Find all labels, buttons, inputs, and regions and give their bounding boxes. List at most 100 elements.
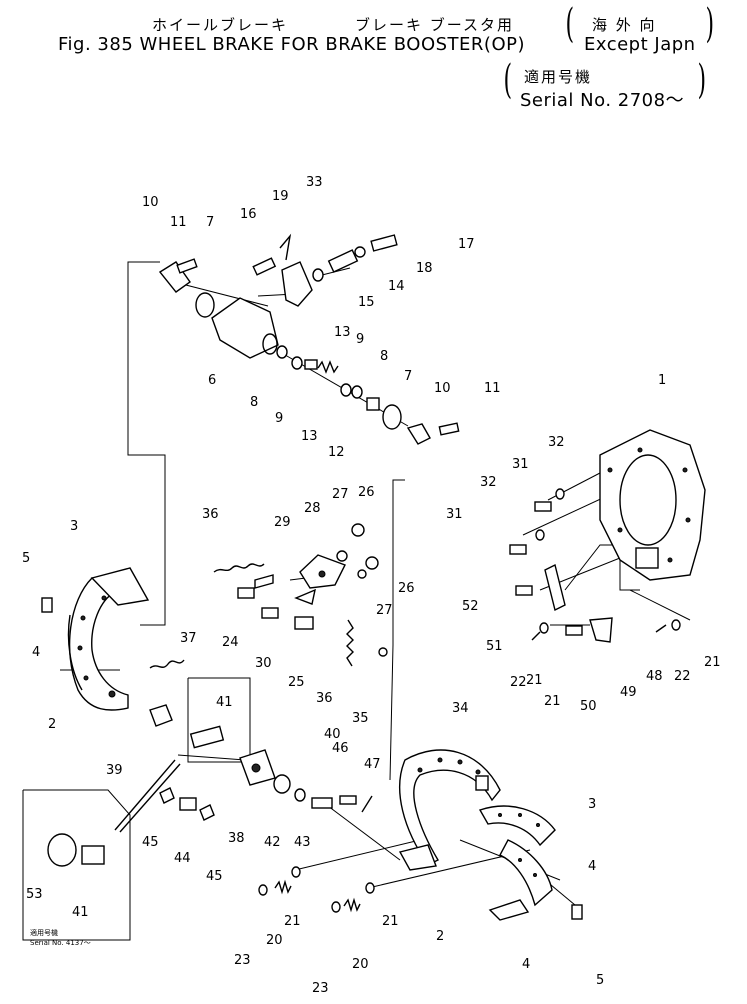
callout: 45 (142, 835, 159, 850)
jp-serial-label: 適用号機 (524, 68, 593, 86)
brake-lining-right (478, 805, 556, 921)
callout: 14 (388, 279, 405, 294)
callout: 31 (446, 507, 463, 522)
serial-paren-left: ( (503, 57, 513, 103)
callout: 12 (328, 445, 345, 460)
callout: 49 (620, 685, 637, 700)
adjuster-lever (237, 523, 388, 667)
callout: 23 (312, 981, 329, 996)
left-rivet (41, 597, 53, 613)
callout: 34 (452, 701, 469, 716)
callout: 41 (216, 695, 233, 710)
callout: 13 (334, 325, 351, 340)
callout: 13 (301, 429, 318, 444)
callout: 23 (234, 953, 251, 968)
callout: 39 (106, 763, 123, 778)
callout: 7 (404, 369, 412, 384)
callout: 30 (255, 656, 272, 671)
callout: 18 (416, 261, 433, 276)
callout: 8 (250, 395, 258, 410)
springs (149, 563, 265, 669)
inset-jp-label: 適用号機 (30, 928, 58, 937)
callout: 16 (240, 207, 257, 222)
shoe-rivet (571, 904, 583, 920)
callout: 1 (658, 373, 666, 388)
callout: 21 (544, 694, 561, 709)
callout: 4 (32, 645, 40, 660)
region-label: Except Japn (584, 34, 696, 55)
callout: 36 (316, 691, 333, 706)
callout: 10 (142, 195, 159, 210)
callout: 8 (380, 349, 388, 364)
wheel-cylinder (158, 233, 460, 445)
callout: 4 (588, 859, 596, 874)
callout: 50 (580, 699, 597, 714)
callout: 21 (382, 914, 399, 929)
callout: 19 (272, 189, 289, 204)
callout: 44 (174, 851, 191, 866)
callout: 21 (526, 673, 543, 688)
callout: 38 (228, 831, 245, 846)
right-side-items (509, 488, 681, 643)
callout: 36 (202, 507, 219, 522)
callout: 21 (704, 655, 721, 670)
callout: 5 (596, 973, 604, 988)
inset-parts (47, 833, 105, 867)
serial-label: Serial No. 2708～ (520, 90, 685, 111)
lower-components (114, 704, 373, 833)
parts (41, 233, 706, 921)
callout: 2 (48, 717, 56, 732)
jp-subtitle: ブレーキ ブースタ用 (355, 16, 515, 34)
callout: 40 (324, 727, 341, 742)
region-paren-right: ) (705, 1, 715, 47)
callout: 20 (266, 933, 283, 948)
callout: 20 (352, 957, 369, 972)
figure-title: Fig. 385 WHEEL BRAKE FOR BRAKE BOOSTER(O… (58, 34, 525, 55)
callout: 17 (458, 237, 475, 252)
callout: 27 (332, 487, 349, 502)
callout: 41 (72, 905, 89, 920)
callout: 24 (222, 635, 239, 650)
callout: 11 (484, 381, 501, 396)
callout: 28 (304, 501, 321, 516)
callout: 9 (275, 411, 283, 426)
callout: 29 (274, 515, 291, 530)
callout: 15 (358, 295, 375, 310)
callout: 35 (352, 711, 369, 726)
callout: 22 (674, 669, 691, 684)
callout: 3 (70, 519, 78, 534)
callout: 46 (332, 741, 349, 756)
serial-paren-right: ) (697, 57, 707, 103)
callout: 27 (376, 603, 393, 618)
brake-shoe-right (398, 749, 501, 871)
callout: 48 (646, 669, 663, 684)
callout: 9 (356, 332, 364, 347)
callout: 52 (462, 599, 479, 614)
callout: 31 (512, 457, 529, 472)
callout: 2 (436, 929, 444, 944)
callout: 10 (434, 381, 451, 396)
inset-serial: Serial No. 4137～ (30, 939, 91, 947)
callout: 47 (364, 757, 381, 772)
callout: 43 (294, 835, 311, 850)
callout: 45 (206, 869, 223, 884)
callout: 51 (486, 639, 503, 654)
callout: 5 (22, 551, 30, 566)
callout: 53 (26, 887, 43, 902)
callout: 26 (358, 485, 375, 500)
callout: 25 (288, 675, 305, 690)
callout: 7 (206, 215, 214, 230)
callout: 4 (522, 957, 530, 972)
shoe-pin (475, 775, 489, 791)
hold-down-springs (258, 866, 375, 913)
callout: 37 (180, 631, 197, 646)
backing-plate (599, 429, 706, 581)
callout: 11 (170, 215, 187, 230)
callout: 6 (208, 373, 216, 388)
jp-title: ホイールブレーキ (152, 16, 289, 34)
callout-numbers: 1 2 2 3 3 4 4 4 5 5 6 7 7 8 8 9 9 10 10 … (22, 175, 721, 996)
callout: 26 (398, 581, 415, 596)
jp-region: 海 外 向 (592, 16, 657, 34)
callout: 3 (588, 797, 596, 812)
